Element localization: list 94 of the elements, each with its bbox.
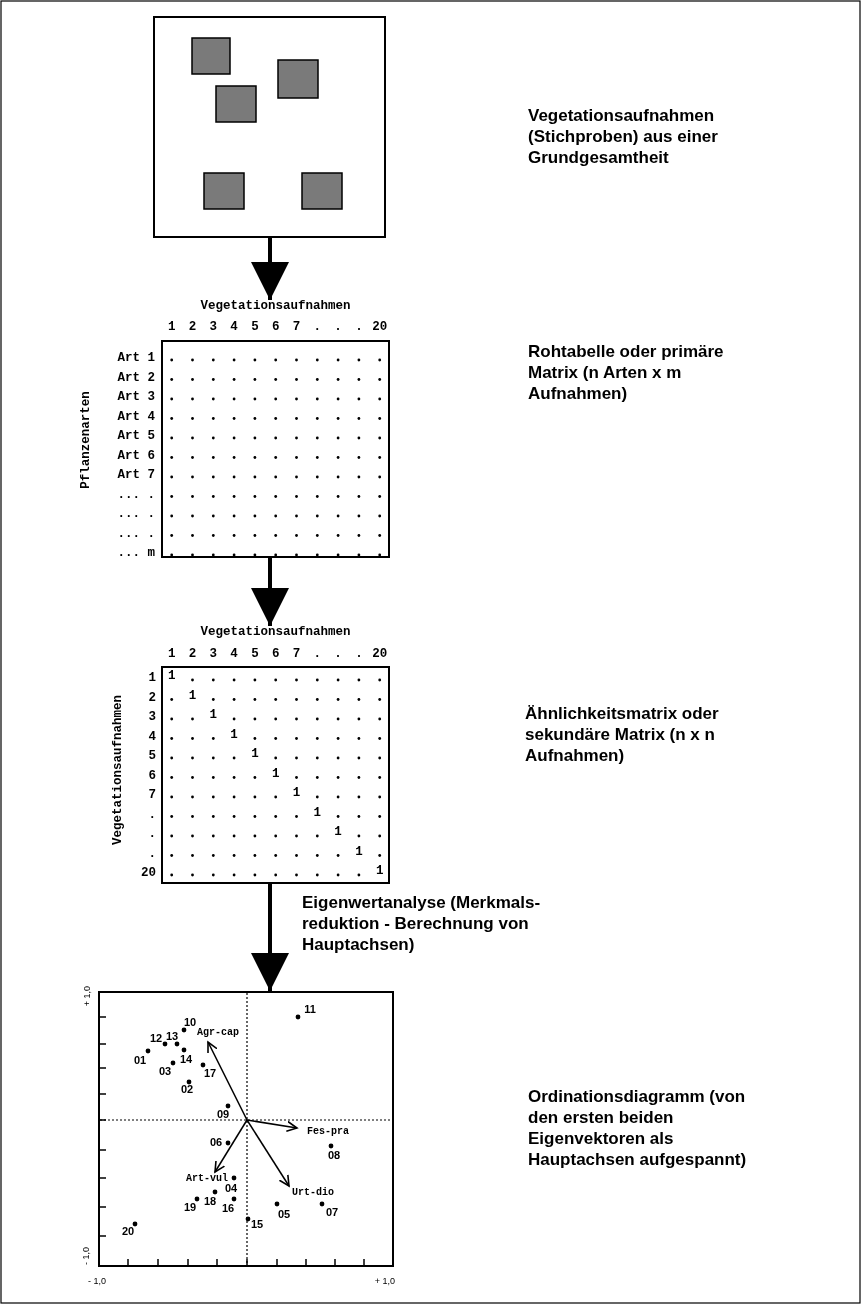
column-number: 3 bbox=[209, 320, 218, 334]
point-label: 10 bbox=[183, 1016, 197, 1028]
matrix-value: 1 bbox=[334, 825, 342, 839]
row-label: Art 1 bbox=[117, 351, 155, 365]
row-label: Art 7 bbox=[117, 468, 155, 482]
column-number: 3 bbox=[209, 647, 218, 661]
point-label: 06 bbox=[209, 1136, 223, 1148]
matrix-value: 1 bbox=[313, 806, 322, 819]
matrix-value: 1 bbox=[209, 708, 218, 722]
edge-label: Eigenwertanalyse (Merkmals- reduktion - Berechnung von Hauptachsen) bbox=[302, 892, 542, 955]
column-number: . bbox=[355, 647, 363, 661]
column-number: . bbox=[313, 647, 322, 661]
point-label: 15 bbox=[250, 1218, 264, 1230]
column-number: 4 bbox=[230, 647, 238, 661]
column-number: . bbox=[334, 320, 342, 334]
species-label: Art-vul bbox=[186, 1174, 228, 1184]
point-label: 07 bbox=[325, 1206, 339, 1218]
point-label: 08 bbox=[327, 1149, 341, 1161]
matrix-value: 1 bbox=[292, 786, 301, 800]
point-label: 16 bbox=[221, 1202, 235, 1214]
row-label: ... . bbox=[117, 527, 155, 540]
column-number: 7 bbox=[292, 320, 301, 334]
matrix-value: 1 bbox=[167, 669, 176, 683]
row-number: 7 bbox=[148, 788, 156, 802]
matrix-value: 1 bbox=[271, 767, 280, 780]
tick-label: + 1,0 bbox=[82, 985, 92, 1007]
row-number: 6 bbox=[148, 769, 156, 782]
point-label: 04 bbox=[224, 1182, 238, 1194]
row-number: 1 bbox=[148, 671, 156, 685]
axis-title: Vegetationsaufnahmen bbox=[111, 695, 125, 845]
row-number: . bbox=[148, 808, 156, 821]
column-number: 7 bbox=[292, 647, 301, 661]
matrix-value: 1 bbox=[251, 747, 259, 761]
column-number: 20 bbox=[372, 647, 388, 661]
row-number: 20 bbox=[141, 866, 156, 880]
point-label: 14 bbox=[179, 1053, 193, 1065]
axis-title: Pflanzenarten bbox=[79, 391, 93, 489]
column-number: 5 bbox=[251, 647, 259, 661]
step-description: Ordinationsdiagramm (von den ersten beiden Eigenvektoren als Hauptachsen aufgespannt) bbox=[528, 1086, 748, 1170]
point-label: 09 bbox=[216, 1108, 230, 1120]
row-label: Art 4 bbox=[117, 410, 155, 423]
row-label: Art 2 bbox=[117, 371, 155, 384]
point-label: 20 bbox=[121, 1225, 135, 1237]
column-number: 2 bbox=[188, 647, 197, 661]
point-label: 05 bbox=[277, 1208, 291, 1220]
flow-arrow bbox=[251, 238, 289, 300]
column-number: . bbox=[334, 647, 342, 661]
species-label: Agr-cap bbox=[197, 1028, 239, 1038]
row-label: Art 3 bbox=[117, 390, 155, 404]
point-label: 12 bbox=[149, 1032, 163, 1044]
step-description: Ähnlichkeitsmatrix oder sekundäre Matrix (n x n Aufnahmen) bbox=[525, 703, 720, 766]
point-label: 01 bbox=[133, 1054, 147, 1066]
row-number: . bbox=[148, 827, 156, 841]
flow-arrow bbox=[251, 558, 289, 626]
row-label: Art 5 bbox=[117, 429, 155, 443]
step-description: Rohtabelle oder primäre Matrix (n Arten x m Aufnahmen) bbox=[528, 341, 725, 404]
row-label: ... . bbox=[117, 507, 155, 521]
matrix-value: 1 bbox=[375, 864, 384, 878]
point-label: 19 bbox=[183, 1201, 197, 1213]
flow-arrow bbox=[251, 884, 289, 991]
point-label: 02 bbox=[180, 1083, 194, 1095]
matrix-value: 1 bbox=[230, 728, 238, 741]
column-heading: Vegetationsaufnahmen bbox=[199, 300, 352, 313]
column-number: 5 bbox=[251, 320, 259, 334]
point-label: 18 bbox=[203, 1195, 217, 1207]
column-number: . bbox=[313, 320, 322, 334]
row-number: . bbox=[148, 847, 156, 860]
column-number: 1 bbox=[167, 647, 176, 661]
species-label: Urt-dio bbox=[292, 1188, 334, 1198]
column-number: 1 bbox=[167, 320, 176, 334]
column-number: 6 bbox=[271, 320, 280, 334]
tick-label: - 1,0 bbox=[88, 1276, 106, 1286]
species-label: Fes-pra bbox=[307, 1127, 349, 1137]
column-number: 6 bbox=[271, 647, 280, 661]
point-label: 17 bbox=[203, 1067, 217, 1079]
matrix-value: 1 bbox=[355, 845, 363, 858]
row-label: ... m bbox=[117, 546, 155, 560]
row-label: Art 6 bbox=[117, 449, 155, 462]
row-number: 3 bbox=[148, 710, 156, 724]
point-label: 13 bbox=[165, 1030, 179, 1042]
point-label: 03 bbox=[158, 1065, 172, 1077]
matrix-value: 1 bbox=[188, 689, 197, 702]
step-description: Vegetationsaufnahmen (Stichproben) aus einer Grundgesamtheit bbox=[528, 105, 719, 168]
row-number: 5 bbox=[148, 749, 156, 763]
row-number: 2 bbox=[148, 691, 156, 704]
row-label: ... . bbox=[117, 488, 155, 501]
column-number: 4 bbox=[230, 320, 238, 334]
column-number: 20 bbox=[372, 320, 388, 334]
column-number: 2 bbox=[188, 320, 197, 334]
column-heading: Vegetationsaufnahmen bbox=[199, 626, 352, 639]
row-number: 4 bbox=[148, 730, 156, 743]
tick-label: + 1,0 bbox=[374, 1276, 396, 1286]
point-label: 11 bbox=[304, 1003, 316, 1015]
column-number: . bbox=[355, 320, 363, 334]
